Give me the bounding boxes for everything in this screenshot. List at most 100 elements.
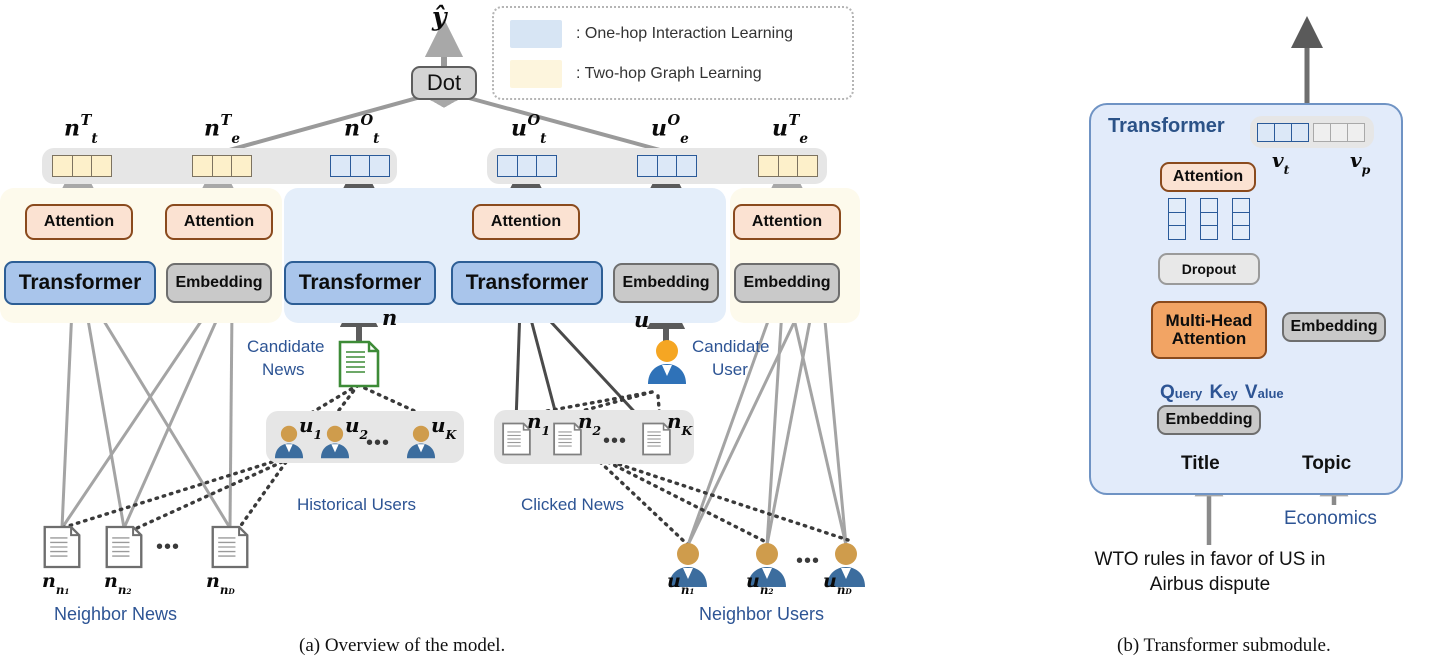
input-label-n: n bbox=[382, 305, 398, 330]
clicked-news-doc-2 bbox=[553, 422, 582, 456]
label-n-t-T: nTt bbox=[64, 112, 98, 148]
legend-label-two-hop: : Two-hop Graph Learning bbox=[576, 65, 762, 82]
historical-user-label-1: u1 bbox=[299, 413, 323, 443]
candidate-user-label-line1: Candidate bbox=[692, 337, 770, 356]
title-text-line1: WTO rules in favor of US in bbox=[1094, 549, 1326, 570]
vector-n-t-O bbox=[330, 155, 390, 177]
vector-u-e-T bbox=[758, 155, 818, 177]
candidate-user-label-line2: User bbox=[712, 360, 748, 379]
vector-u-e-O bbox=[637, 155, 697, 177]
mha-line2: Attention bbox=[1171, 329, 1247, 348]
label-v-t: vt bbox=[1272, 148, 1290, 178]
legend-label-one-hop: : One-hop Interaction Learning bbox=[576, 25, 794, 42]
submodule-embedding-title-box: Embedding bbox=[1157, 405, 1261, 435]
submodule-embedding-topic-box: Embedding bbox=[1282, 312, 1386, 342]
transformer-box-clicked-news: Transformer bbox=[451, 261, 603, 305]
mha-line1: Multi-Head bbox=[1165, 311, 1253, 331]
neighbor-news-caption: Neighbor News bbox=[54, 604, 178, 624]
neighbor-news-label-2: nn2 bbox=[104, 570, 132, 597]
clicked-news-doc-k bbox=[642, 422, 671, 456]
historical-user-avatar-1 bbox=[274, 425, 304, 459]
vector-n-t-T bbox=[52, 155, 112, 177]
value-rest: alue bbox=[1257, 386, 1284, 401]
query-initial: Q bbox=[1160, 382, 1175, 403]
label-n-e-T: nTe bbox=[204, 112, 240, 148]
neighbor-users-caption: Neighbor Users bbox=[699, 604, 825, 624]
transformer-box-neighbor-news: Transformer bbox=[4, 261, 156, 305]
neighbor-user-avatar-2 bbox=[748, 543, 786, 587]
label-u-e-O: uOe bbox=[651, 112, 689, 148]
attention-box-news-entity: Attention bbox=[165, 204, 273, 240]
submodule-attention-box: Attention bbox=[1160, 162, 1256, 192]
neighbor-user-label-2: un2 bbox=[746, 570, 774, 597]
token-vector-stack-3 bbox=[1232, 198, 1250, 240]
caption-b: (b) Transformer submodule. bbox=[1117, 635, 1331, 656]
legend-box: : One-hop Interaction Learning : Two-hop… bbox=[492, 6, 854, 100]
token-vector-stack-1 bbox=[1168, 198, 1186, 240]
historical-user-label-k: uK bbox=[431, 413, 457, 443]
title-text-line2: Airbus dispute bbox=[1149, 574, 1271, 595]
transformer-submodule-title: Transformer bbox=[1108, 115, 1225, 137]
clicked-news-label-k: nK bbox=[667, 409, 693, 439]
neighbor-news-doc-1 bbox=[43, 525, 81, 569]
topic-input-label: Topic bbox=[1302, 453, 1352, 474]
historical-user-avatar-k bbox=[406, 425, 436, 459]
neighbor-news-ellipsis: ••• bbox=[156, 536, 181, 558]
dropout-box: Dropout bbox=[1158, 253, 1260, 285]
neighbor-user-avatar-d bbox=[827, 543, 865, 587]
attention-box-news-title: Attention bbox=[25, 204, 133, 240]
label-u-t-O: uOt bbox=[511, 112, 547, 148]
label-n-t-O: nOt bbox=[344, 112, 380, 148]
clicked-news-ellipsis: ••• bbox=[603, 430, 628, 452]
label-v-p: vp bbox=[1350, 148, 1371, 178]
neighbor-user-avatar-1 bbox=[669, 543, 707, 587]
attention-box-user-entity: Attention bbox=[733, 204, 841, 240]
key-initial: K bbox=[1209, 382, 1224, 403]
vector-n-e-T bbox=[192, 155, 252, 177]
clicked-news-label-1: n1 bbox=[527, 409, 551, 439]
legend-row-one-hop: : One-hop Interaction Learning bbox=[510, 20, 793, 48]
neighbor-users-ellipsis: ••• bbox=[796, 550, 821, 572]
legend-swatch-one-hop bbox=[510, 20, 562, 48]
vector-v-p bbox=[1313, 123, 1365, 142]
query-rest: uery bbox=[1174, 386, 1203, 401]
neighbor-news-label-1: nn1 bbox=[42, 570, 70, 597]
embedding-box-neighbor-users: Embedding bbox=[734, 263, 840, 303]
neighbor-news-doc-2 bbox=[105, 525, 143, 569]
clicked-news-label-2: n2 bbox=[578, 409, 602, 439]
transformer-box-candidate-news: Transformer bbox=[284, 261, 436, 305]
input-label-u: u bbox=[634, 307, 650, 332]
topic-value-text: Economics bbox=[1284, 508, 1377, 529]
embedding-box-neighbor-news: Embedding bbox=[166, 263, 272, 303]
vector-v-t bbox=[1257, 123, 1309, 142]
multi-head-attention-box: Multi-Head Attention bbox=[1151, 301, 1267, 359]
dot-product-box: Dot bbox=[411, 66, 477, 100]
caption-a: (a) Overview of the model. bbox=[299, 635, 506, 656]
attention-box-user-title: Attention bbox=[472, 204, 580, 240]
embedding-box-candidate-user: Embedding bbox=[613, 263, 719, 303]
clicked-news-doc-1 bbox=[502, 422, 531, 456]
historical-users-ellipsis: ••• bbox=[366, 432, 391, 454]
label-u-e-T: uTe bbox=[772, 112, 808, 148]
candidate-news-label-line1: Candidate bbox=[247, 337, 325, 356]
vector-u-t-O bbox=[497, 155, 557, 177]
neighbor-user-label-1: un1 bbox=[667, 570, 695, 597]
title-input-label: Title bbox=[1181, 453, 1220, 474]
historical-users-caption: Historical Users bbox=[297, 495, 417, 514]
candidate-user-avatar-icon bbox=[648, 340, 686, 384]
neighbor-news-label-d: nnD bbox=[206, 570, 235, 597]
candidate-news-document-icon bbox=[338, 340, 380, 388]
neighbor-user-label-d: unD bbox=[823, 570, 852, 597]
legend-swatch-two-hop bbox=[510, 60, 562, 88]
clicked-news-caption: Clicked News bbox=[521, 495, 624, 514]
neighbor-news-doc-d bbox=[211, 525, 249, 569]
qkv-labels: Query Key Value bbox=[1160, 382, 1284, 404]
output-label: ŷ bbox=[432, 2, 447, 31]
historical-user-label-2: u2 bbox=[345, 413, 369, 443]
key-rest: ey bbox=[1223, 386, 1238, 401]
token-vector-stack-2 bbox=[1200, 198, 1218, 240]
value-initial: V bbox=[1244, 382, 1258, 403]
historical-user-avatar-2 bbox=[320, 425, 350, 459]
legend-row-two-hop: : Two-hop Graph Learning bbox=[510, 60, 762, 88]
